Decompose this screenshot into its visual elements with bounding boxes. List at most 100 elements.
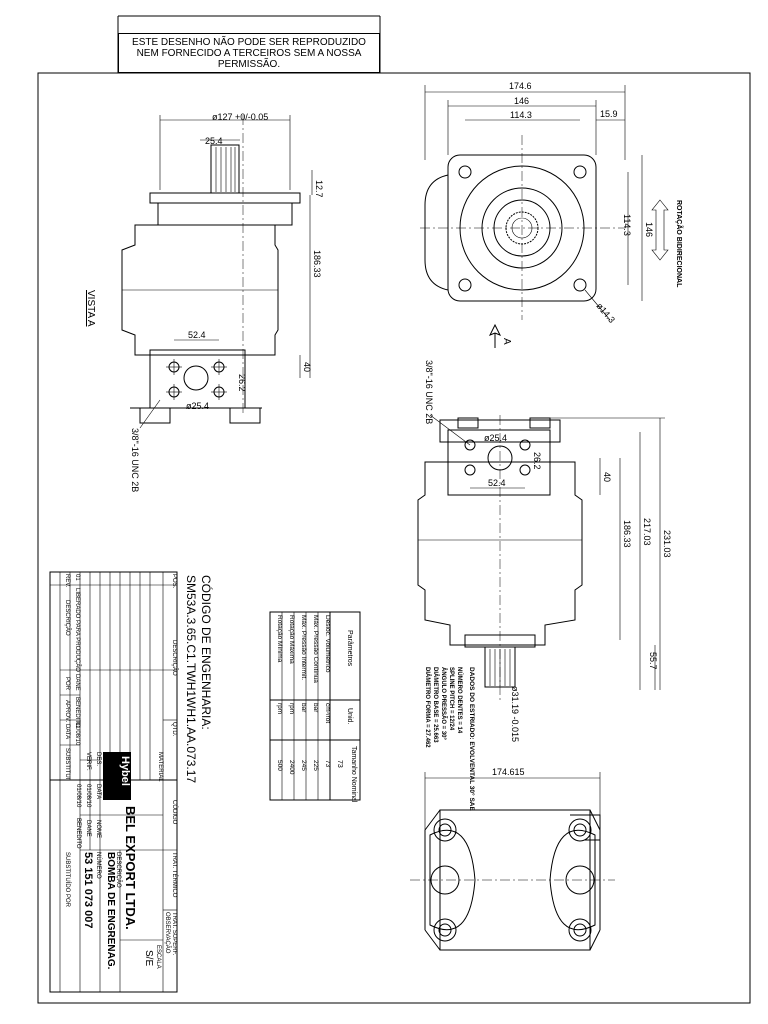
tb-descricao: DESCRIÇÃO <box>171 640 178 676</box>
hybel-logo <box>103 752 131 800</box>
tb-nome: NOME <box>95 820 101 838</box>
param-header-unit: Unid. <box>346 708 353 724</box>
param-row-4-name: Rotação Máxima <box>288 615 295 664</box>
param-row-2-value: 225 <box>312 760 319 771</box>
dim-114-3-vertical: 114.3 <box>622 214 632 236</box>
thread-label-side: 3/8"-16 UNC 2B <box>424 360 434 424</box>
tb-rev-entry-data: 01/08/10 <box>74 722 80 746</box>
tb-descricao-rev: DESCRIÇÃO <box>64 600 71 636</box>
front-view: 174.6 146 114.3 15.9 146 114.3 ø14.3 ROT… <box>420 81 684 348</box>
notice-line-3: PERMISSÃO. <box>217 59 281 70</box>
dim-52-4-port: 52.4 <box>488 478 506 488</box>
spline-row-4: DIÂMETRO BASE = 25.663 <box>432 667 439 743</box>
dim-186-33: 186.33 <box>312 250 322 278</box>
tb-material: MATERIAL <box>157 752 163 782</box>
tb-des: DES. <box>95 752 101 766</box>
spline-title: DADOS DO ESTRIADO: EVOLVENTAL 30° SAE <box>468 667 476 811</box>
dim-231-03: 231.03 <box>662 530 672 558</box>
dim-217-03: 217.03 <box>642 518 652 546</box>
dim-174-6: 174.6 <box>509 81 532 91</box>
tb-substituido-por: SUBSTITUÍDO POR <box>64 852 71 908</box>
tb-rev: REV. <box>64 574 70 588</box>
dim-146-vertical: 146 <box>644 222 654 237</box>
dim-40: 40 <box>302 362 312 372</box>
dim-12-7: 12.7 <box>314 180 324 198</box>
tb-data-label: DATA <box>95 784 101 799</box>
dim-127: ø127 +0/-0.05 <box>212 112 268 122</box>
engineering-code-label: CÓDIGO DE ENGENHARIA: <box>199 575 214 730</box>
view-a: ø127 +0/-0.05 25.4 12.7 186.33 52.4 26.2… <box>85 112 324 492</box>
mount-flange <box>447 154 597 302</box>
pump-body <box>121 224 279 356</box>
part-number: 53 151 073 007 <box>82 852 94 928</box>
param-header-param: Parâmetros <box>346 630 353 667</box>
view-a-label: VISTA A <box>85 290 96 327</box>
logo-text: Hybel <box>119 756 131 786</box>
dim-114-3: 114.3 <box>510 110 532 120</box>
tb-escala: ESCALA <box>155 945 161 969</box>
dim-186-33-side: 186.33 <box>622 520 632 548</box>
arrow-a-label: A <box>501 338 512 345</box>
tb-trat-superf: TRAT. SUPERF. <box>171 912 177 956</box>
spline-row-3: ÂNGULO PRESSÃO = 30° <box>440 667 447 741</box>
company-name: BEL EXPORT LTDA. <box>123 806 138 930</box>
title-block: POS. DESCRIÇÃO QTD. MATERIAL CÓDIGO TRAT… <box>49 571 178 993</box>
thread-label: 3/8"-16 UNC 2B <box>130 428 140 492</box>
tb-trat-termico: TRAT. TÉRMICO <box>171 852 178 898</box>
param-row-3-value: 245 <box>300 760 307 771</box>
side-view: 231.03 217.03 186.33 40 55.7 ø31.19 -0.0… <box>417 360 672 811</box>
tb-rev-entry-por: DANE <box>74 674 80 691</box>
param-row-1-value: 73 <box>324 760 331 768</box>
dim-25-4-port: ø25.4 <box>484 433 507 443</box>
tb-por: POR <box>64 677 70 691</box>
tb-des-date: 01/08/10 <box>85 784 91 808</box>
dim-phi-14-3: ø14.3 <box>594 301 616 325</box>
tb-observacao: OBSERVAÇÃO <box>164 912 171 954</box>
dim-40-side: 40 <box>602 472 612 482</box>
dim-52-4: 52.4 <box>188 330 206 340</box>
tb-des-name: DANE <box>85 820 91 837</box>
side-body <box>417 461 583 646</box>
param-row-2-unit: bar <box>312 703 319 713</box>
tb-substitui: SUBSTITUI <box>64 748 70 780</box>
tb-codigo: CÓDIGO <box>171 800 178 825</box>
tb-pos: POS. <box>171 574 177 589</box>
param-row-5-value: 500 <box>276 760 283 771</box>
tb-data: DATA <box>64 724 70 739</box>
tb-escala-value: S/E <box>143 950 154 966</box>
tb-qtd: QTD. <box>171 722 177 737</box>
rotation-label: ROTAÇÃO BIDIRECIONAL <box>675 200 684 288</box>
param-header-nominal: Tamanho Nominal <box>350 746 357 803</box>
notice-line-1: ESTE DESENHO NÃO PODE SER REPRODUZIDO <box>132 37 366 48</box>
dim-31-19: ø31.19 -0.015 <box>510 686 520 742</box>
param-row-5-unit: rpm <box>276 703 283 714</box>
tb-aprov: APROV. <box>64 700 70 722</box>
param-row-1-unit: cm³/rot <box>324 703 331 723</box>
dim-25-4-shaft: 25.4 <box>205 136 223 146</box>
param-row-2-name: Máx. Pressão Contínua <box>312 615 319 683</box>
tb-verif-date: 01/08/10 <box>75 784 81 808</box>
rear-view: 174.615 <box>410 767 615 951</box>
port-block <box>149 349 246 409</box>
param-row-1-name: Desloc. Volumétrico <box>324 615 331 673</box>
side-shaft <box>484 646 516 688</box>
copyright-notice: ESTE DESENHO NÃO PODE SER REPRODUZIDO NE… <box>118 33 380 73</box>
dim-55-7: 55.7 <box>648 652 658 670</box>
drawing-frame <box>37 72 751 1004</box>
tb-rev-entry-desc: LIBERADO PARA PRODUÇÃO <box>74 588 81 672</box>
notice-line-2: NEM FORNECIDO A TERCEIROS SEM A NOSSA <box>136 48 362 59</box>
part-name: BOMBA DE ENGRENAG. <box>105 852 116 970</box>
parameters-table: Parâmetros Unid. Tamanho Nominal 73 Desl… <box>269 611 361 803</box>
dim-26-2-port: 26.2 <box>532 452 542 470</box>
param-subheader: 73 <box>336 760 343 768</box>
tb-rev-entry-num: 01 <box>74 574 80 581</box>
dim-174-615: 174.615 <box>492 767 525 777</box>
param-row-3-unit: bar <box>300 703 307 713</box>
param-row-4-unit: rpm <box>288 703 295 714</box>
tb-rev-entry-aprov: BENEDITO <box>74 697 80 728</box>
dim-26-2: 26.2 <box>237 374 247 392</box>
param-row-5-name: Rotação Mínima <box>276 615 283 663</box>
param-row-3-name: Máx. Pressão Intermit. <box>300 615 307 680</box>
